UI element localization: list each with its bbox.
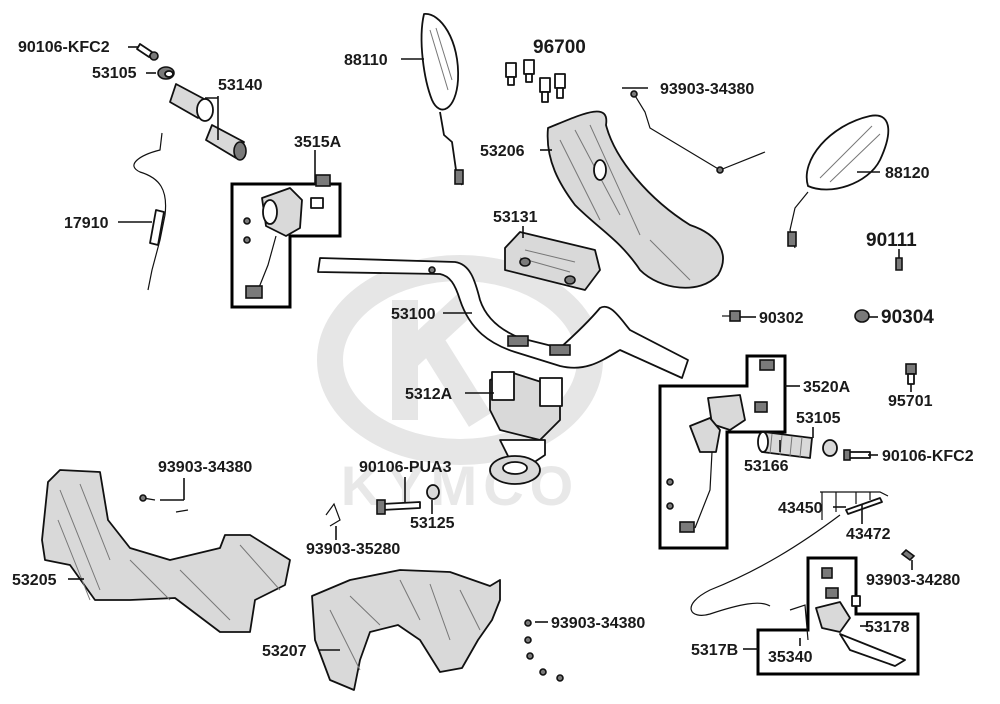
label-90106-pua3: 90106-PUA3 (359, 459, 452, 476)
part-screw-90106-pua3 (376, 499, 421, 515)
label-53105-right: 53105 (796, 410, 841, 427)
label-90302: 90302 (759, 310, 804, 327)
label-53207: 53207 (262, 643, 307, 660)
part-clip-93903-34380-top (630, 90, 766, 174)
part-brake-cable-43450 (690, 491, 889, 616)
part-mirror-88120 (787, 114, 890, 249)
part-clip-93903-34280 (900, 548, 916, 562)
label-5312A: 5312A (405, 386, 453, 403)
label-53105-top: 53105 (92, 65, 137, 82)
label-96700: 96700 (533, 37, 586, 58)
label-3520A: 3520A (803, 379, 851, 396)
part-cap-53105-top (157, 66, 175, 80)
part-cover-53205 (41, 469, 291, 633)
part-handlebar-53100 (317, 257, 689, 379)
part-clamp-5312A (489, 371, 563, 485)
label-53166: 53166 (744, 458, 789, 475)
label-93903-34280: 93903-34280 (866, 572, 960, 589)
label-53206: 53206 (480, 143, 525, 160)
part-collar-53125 (426, 484, 440, 500)
part-cap-53105-right (822, 439, 838, 457)
part-bolt-90302 (722, 310, 741, 322)
label-95701: 95701 (888, 393, 933, 410)
part-clip-93903-34380-left (139, 494, 189, 513)
part-throttle-cable-17910 (133, 132, 167, 291)
label-93903-34380-left: 93903-34380 (158, 459, 252, 476)
part-mirror-88110 (420, 13, 464, 186)
label-53100: 53100 (391, 306, 436, 323)
label-53205: 53205 (12, 572, 57, 589)
part-grip-53140 (169, 83, 247, 161)
part-bolts-96700 (505, 59, 566, 103)
part-bolt-95701 (905, 363, 917, 385)
label-93903-35280: 93903-35280 (306, 541, 400, 558)
label-93903-34380-top: 93903-34380 (660, 81, 754, 98)
label-53125: 53125 (410, 515, 455, 532)
assembly-box-5317B (756, 556, 920, 676)
assembly-box-3520A (658, 354, 787, 550)
part-screws-93903-34380-bottom (524, 619, 564, 682)
label-90304: 90304 (881, 307, 934, 328)
label-93903-34380-bottom: 93903-34380 (551, 615, 645, 632)
part-bolt-90111 (895, 257, 903, 271)
part-nut-90304 (854, 309, 870, 323)
label-35340: 35340 (768, 649, 813, 666)
part-grip-53166 (757, 431, 813, 459)
part-number-labels: 90106-KFC2 53105 53140 17910 3515A 88110… (12, 37, 974, 666)
label-17910: 17910 (64, 215, 109, 232)
part-screw-90106-kfc2-right (843, 449, 871, 461)
label-88110: 88110 (344, 52, 388, 69)
label-3515A: 3515A (294, 134, 342, 151)
part-screw-90106-kfc2-top (136, 43, 159, 61)
leader-lines (68, 46, 913, 651)
part-cover-53206 (546, 110, 724, 289)
label-43472: 43472 (846, 526, 891, 543)
label-90106-kfc2-right: 90106-KFC2 (882, 448, 974, 465)
label-53178: 53178 (865, 619, 910, 636)
part-clip-93903-35280 (325, 502, 341, 527)
part-holder-53131 (504, 231, 601, 291)
part-cover-53207 (311, 569, 501, 691)
label-53131: 53131 (493, 209, 538, 226)
assembly-box-3515A (230, 174, 342, 309)
label-88120: 88120 (885, 165, 930, 182)
label-5317B: 5317B (691, 642, 738, 659)
label-53140: 53140 (218, 77, 263, 94)
label-90111: 90111 (866, 230, 917, 251)
label-90106-kfc2-top: 90106-KFC2 (18, 39, 110, 56)
label-43450: 43450 (778, 500, 823, 517)
